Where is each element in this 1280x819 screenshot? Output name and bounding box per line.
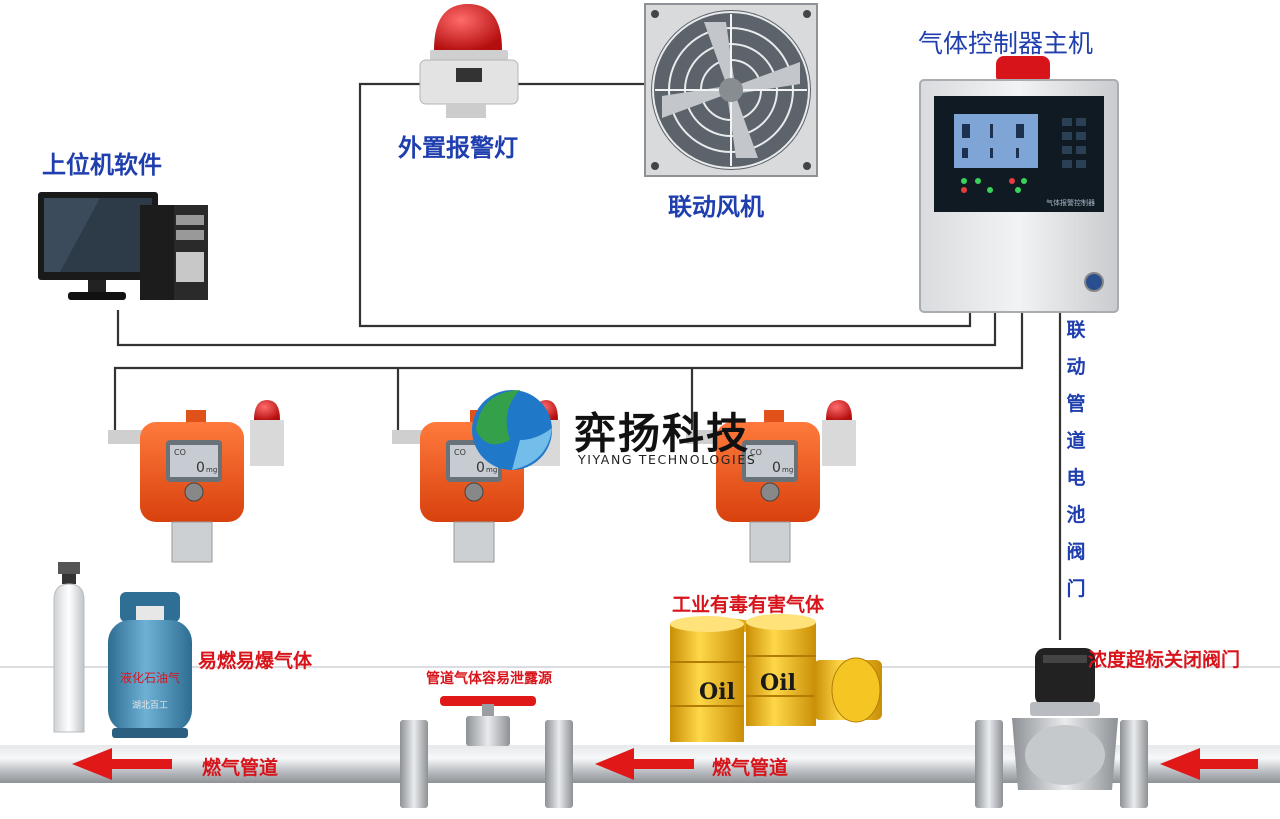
solenoid-valve-icon: [1012, 648, 1118, 790]
oil-drum-icon: [814, 657, 882, 723]
host-computer-icon: [38, 192, 208, 300]
label-flammable-gas: 易燃易爆气体: [198, 650, 313, 672]
lpg-tank-icon: [108, 592, 192, 738]
detector-reading: 0: [476, 460, 485, 476]
flow-arrow-icon: [72, 748, 172, 780]
label-gas-pipe-left: 燃气管道: [202, 757, 279, 779]
oil-label: Oil: [699, 679, 735, 705]
oil-drum-icon: [670, 616, 758, 742]
detector-gas-type: CO: [454, 448, 466, 457]
gas-controller-icon: [919, 56, 1119, 313]
label-leak-source: 管道气体容易泄露源: [426, 671, 552, 687]
detector-reading: 0: [772, 460, 781, 476]
brand-name: 弈扬科技: [574, 409, 751, 458]
lpg-maker: 湖北百工: [132, 700, 168, 711]
detector-reading: 0: [196, 460, 205, 476]
label-gas-pipe-right: 燃气管道: [712, 757, 789, 779]
brand-name-en: YIYANG TECHNOLOGIES: [578, 452, 757, 467]
exhaust-fan-icon: [644, 3, 818, 177]
lpg-label: 液化石油气: [120, 670, 180, 685]
pipe-valve-icon: [440, 696, 536, 746]
label-overlimit-close: 浓度超标关闭阀门: [1088, 649, 1241, 671]
detector-unit: mg: [206, 466, 217, 474]
detector-unit: mg: [486, 466, 497, 474]
label-valve-vertical: 联动管道电池阀门: [1066, 319, 1086, 600]
gas-detector-3: [686, 400, 856, 563]
label-linked-fan: 联动风机: [668, 193, 764, 221]
detector-gas-type: CO: [174, 448, 186, 457]
alarm-light-icon: [419, 4, 519, 118]
label-toxic-gas: 工业有毒有害气体: [672, 594, 825, 616]
detector-gas-type: CO: [750, 448, 762, 457]
flow-arrow-icon: [1160, 748, 1258, 780]
controller-panel-label: 气体报警控制器: [1046, 198, 1095, 207]
flow-arrow-icon: [595, 748, 694, 780]
label-host-software: 上位机软件: [42, 151, 162, 179]
gas-detector-1: [108, 400, 284, 563]
gas-cylinder-icon: [53, 562, 85, 733]
label-controller-host: 气体控制器主机: [918, 29, 1094, 58]
label-alarm-light: 外置报警灯: [398, 134, 518, 162]
oil-label: Oil: [760, 670, 796, 696]
oil-drum-icon: [746, 614, 816, 726]
brand-logo-icon: [472, 390, 552, 470]
signal-wiring: [113, 82, 1062, 640]
detector-unit: mg: [782, 466, 793, 474]
